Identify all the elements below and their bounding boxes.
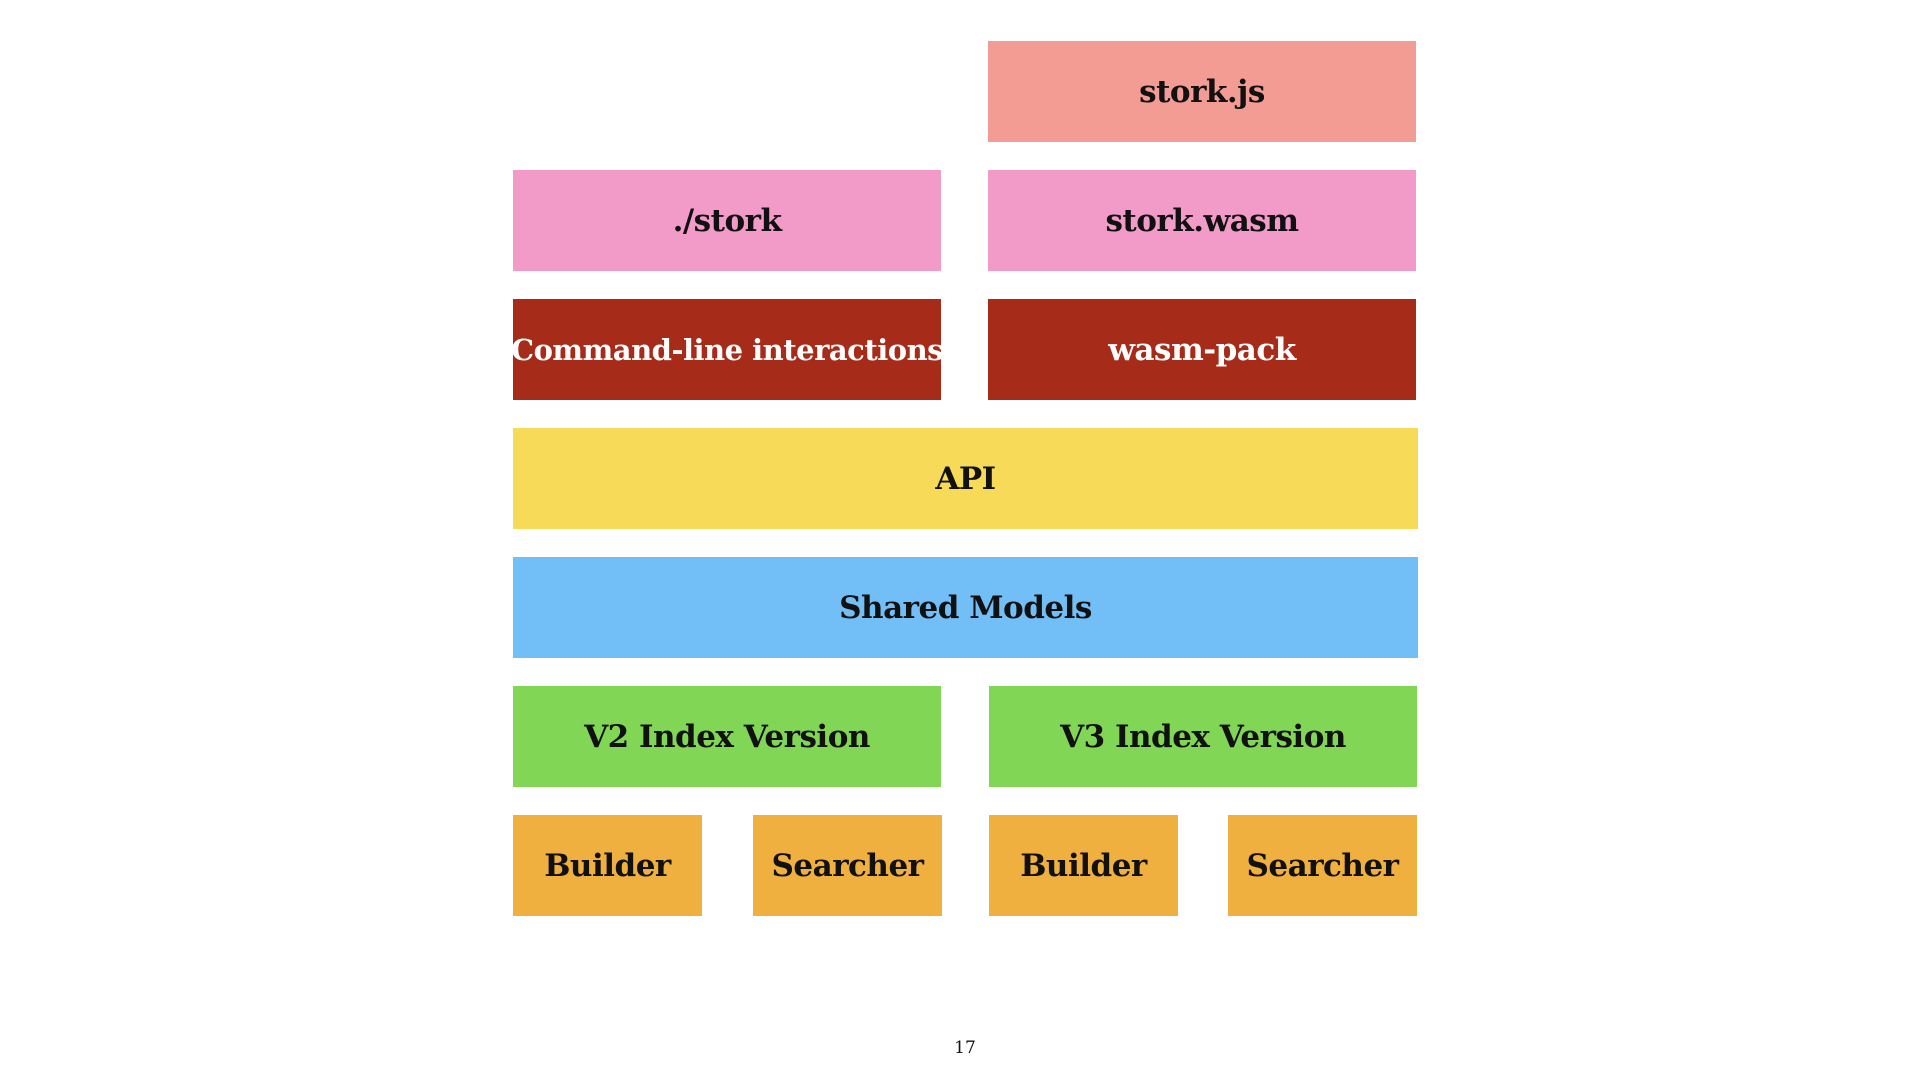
block-stork-js: stork.js (988, 41, 1416, 142)
block-command-line-interactions-label: Command-line interactions (511, 332, 944, 367)
block-v2-builder: Builder (513, 815, 702, 916)
block-command-line-interactions: Command-line interactions (511, 299, 944, 400)
block-shared-models-label: Shared Models (839, 589, 1092, 626)
block-v2-index-version: V2 Index Version (513, 686, 941, 787)
block-v3-searcher: Searcher (1228, 815, 1417, 916)
block-v2-searcher: Searcher (753, 815, 942, 916)
block-wasm-pack: wasm-pack (988, 299, 1416, 400)
block-stork-binary: ./stork (513, 170, 941, 271)
block-wasm-pack-label: wasm-pack (1108, 331, 1296, 368)
block-v3-searcher-label: Searcher (1246, 847, 1400, 884)
block-stork-wasm: stork.wasm (988, 170, 1416, 271)
block-v2-builder-label: Builder (544, 847, 671, 884)
page-number: 17 (954, 1038, 976, 1058)
block-api: API (513, 428, 1418, 529)
block-stork-js-label: stork.js (1139, 73, 1265, 110)
block-v3-index-version: V3 Index Version (989, 686, 1417, 787)
block-v2-searcher-label: Searcher (771, 847, 925, 884)
block-shared-models: Shared Models (513, 557, 1418, 658)
block-stork-wasm-label: stork.wasm (1105, 202, 1299, 239)
block-v2-index-version-label: V2 Index Version (584, 718, 870, 755)
block-stork-binary-label: ./stork (672, 202, 782, 239)
block-v3-index-version-label: V3 Index Version (1060, 718, 1346, 755)
block-v3-builder-label: Builder (1020, 847, 1147, 884)
block-api-label: API (935, 460, 996, 497)
block-v3-builder: Builder (989, 815, 1178, 916)
